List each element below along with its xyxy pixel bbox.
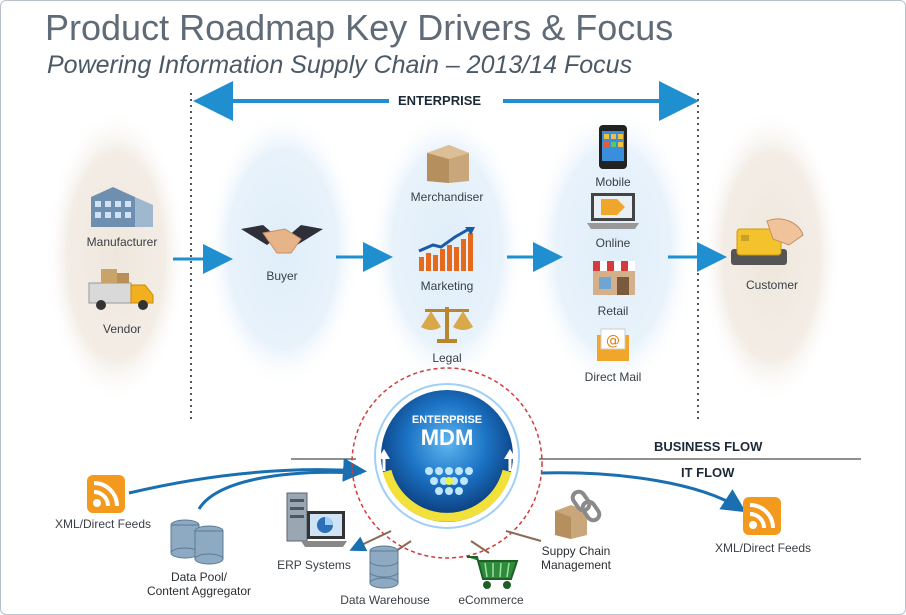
marketing-label: Marketing — [420, 279, 474, 293]
it-arrow-xml-in — [128, 457, 367, 495]
vendor-label: Vendor — [102, 322, 142, 336]
data-pool-label-line2: Content Aggregator — [146, 584, 252, 598]
hub-boundary — [351, 367, 543, 559]
merchandiser-label: Merchandiser — [410, 190, 484, 204]
channels-oval — [531, 104, 695, 394]
it-arrow-datapool — [197, 470, 362, 510]
supply-chain-label: Suppy Chain Management — [531, 544, 621, 572]
server-icon — [286, 492, 347, 547]
data-warehouse-label: Data Warehouse — [340, 593, 430, 607]
erp-systems-label: ERP Systems — [277, 558, 351, 572]
manufacturer-label: Manufacturer — [86, 235, 158, 249]
storefront-icon — [593, 261, 635, 295]
page-subtitle: Powering Information Supply Chain – 2013… — [47, 51, 633, 79]
database-icon — [369, 545, 399, 589]
supplier-oval — [46, 108, 186, 404]
rss-icon — [743, 497, 781, 535]
online-label: Online — [595, 236, 631, 250]
xml-feeds-in-label: XML/Direct Feeds — [54, 517, 152, 531]
svg-text:@: @ — [606, 333, 620, 349]
customer-label: Customer — [745, 278, 799, 292]
xml-feeds-out-label: XML/Direct Feeds — [714, 541, 812, 555]
credit-card-icon — [731, 218, 804, 265]
business-flow-label: BUSINESS FLOW — [654, 439, 763, 454]
hub-yellow-arc — [382, 469, 512, 522]
legal-label: Legal — [432, 351, 462, 365]
hub-label-line1: ENTERPRISE — [411, 414, 483, 426]
mobile-label: Mobile — [595, 175, 631, 189]
ecommerce-label: eCommerce — [458, 593, 524, 607]
it-arrow-xml-out — [540, 471, 747, 513]
data-pool-label: Data Pool/ Content Aggregator — [139, 570, 259, 598]
factory-icon — [91, 187, 153, 227]
scales-icon — [421, 307, 473, 343]
chain-link-icon — [555, 489, 602, 539]
it-flow-label: IT FLOW — [681, 465, 735, 480]
smartphone-icon — [599, 125, 627, 169]
page-title: Product Roadmap Key Drivers & Focus — [45, 7, 674, 48]
direct-mail-label: Direct Mail — [584, 370, 642, 384]
hub-label-line2: MDM — [420, 425, 474, 450]
database-icon — [170, 519, 224, 565]
enterprise-label: ENTERPRISE — [398, 93, 482, 108]
retail-label: Retail — [597, 304, 629, 318]
supply-chain-label-line2: Management — [540, 558, 612, 572]
hub-core — [381, 390, 513, 522]
handshake-icon — [241, 225, 323, 254]
delivery-truck-icon — [88, 269, 154, 310]
laptop-tag-icon — [587, 193, 639, 229]
rss-icon — [87, 475, 125, 513]
growth-chart-icon — [418, 227, 475, 271]
shopping-cart-icon — [467, 556, 519, 589]
mail-icon: @ — [597, 328, 629, 361]
data-pool-label-line1: Data Pool/ — [170, 570, 228, 584]
supply-chain-label-line1: Suppy Chain — [541, 544, 611, 558]
box-icon — [427, 145, 469, 183]
buyer-label: Buyer — [266, 269, 298, 283]
